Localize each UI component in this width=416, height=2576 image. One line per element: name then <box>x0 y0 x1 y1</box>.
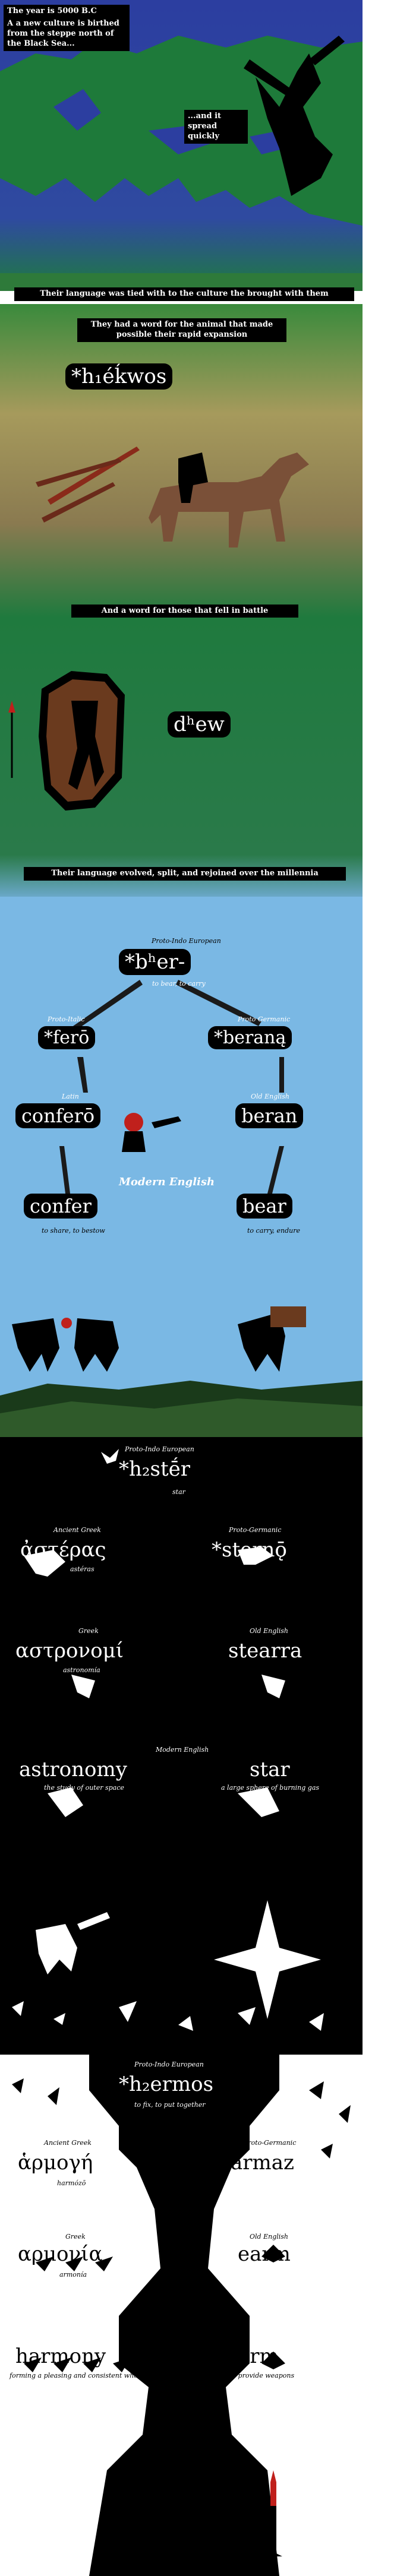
astronomer-figure <box>36 1924 77 1974</box>
star-root-gloss: star <box>172 1488 185 1496</box>
horse-word: *h₁éḱwos <box>65 363 173 390</box>
star-greek2-translit: astronomía <box>63 1666 100 1674</box>
bear-gloss: to carry, endure <box>247 1227 301 1235</box>
astronomy-word: astronomy <box>19 1758 127 1781</box>
star-word: star <box>250 1758 290 1781</box>
bher-pie-label: Proto-Indo European <box>152 937 221 945</box>
horse-caption: They had a word for the animal that made… <box>77 318 286 342</box>
tied-caption-bar: Their language was tied with to the cult… <box>14 287 354 301</box>
telescope <box>77 1912 110 1930</box>
star-greek-label: Ancient Greek <box>53 1526 101 1534</box>
arm-gloss: to provide weapons <box>229 2372 295 2379</box>
astronomy-gloss: the study of outer space <box>44 1784 124 1792</box>
harm-panel: Proto-Indo European *h₂ermos to fix, to … <box>0 2055 363 2576</box>
rider-shape <box>178 452 208 503</box>
harmony-gloss: forming a pleasing and consistent whole <box>10 2372 144 2379</box>
giver-figure-right <box>74 1318 119 1372</box>
star-greek2-word: αστρονομί <box>15 1639 124 1663</box>
spread-arrows <box>256 53 333 196</box>
germanic-word: *beraną <box>208 1026 292 1049</box>
star-oe-label: Old English <box>250 1627 288 1635</box>
italic-word: *ferō <box>38 1026 96 1049</box>
year-caption: The year is 5000 B.C A a new culture is … <box>4 5 130 51</box>
shield-illustration <box>0 618 363 897</box>
star-germanic-label: Proto-Germanic <box>229 1526 282 1534</box>
star-greek2-label: Greek <box>78 1627 99 1635</box>
star-germanic-word: *sternǭ <box>212 1538 287 1562</box>
star-greek-translit: astéras <box>70 1565 94 1573</box>
harm-greek2-word: αρμονία <box>18 2242 103 2266</box>
bher-root-gloss: to bear, to carry <box>152 980 206 988</box>
branch-right <box>176 980 261 1026</box>
heart-icon <box>61 1318 72 1328</box>
star-panel: Proto-Indo European *h₂stḗr star Ancient… <box>0 1437 363 2055</box>
branch-left <box>71 980 143 1031</box>
star-modern-label: Modern English <box>156 1746 209 1754</box>
star-greek-word: ἀστέρας <box>20 1538 106 1562</box>
big-star <box>214 1900 321 2019</box>
harm-illustration <box>0 2055 363 2576</box>
harm-oe-word: earm <box>238 2242 291 2266</box>
harm-oe-label: Old English <box>250 2233 288 2240</box>
harm-root: *h₂ermos <box>119 2072 214 2096</box>
harm-modern-label: Modern English <box>149 2333 202 2340</box>
germanic-label: Proto Germanic <box>238 1015 291 1023</box>
confer-word: confer <box>24 1194 97 1219</box>
fallen-caption: And a word for those that fell in battle <box>71 605 298 618</box>
bher-root: *bʰer- <box>119 949 191 975</box>
latin-word: conferō <box>15 1103 101 1128</box>
arm-word: arm <box>238 2344 279 2368</box>
star-illustration <box>0 1437 363 2055</box>
italic-label: Proto-Italic <box>48 1015 85 1023</box>
oe-word: beran <box>235 1103 304 1128</box>
year-text: The year is 5000 B.C <box>7 7 97 15</box>
star-root: *h₂stḗr <box>119 1457 191 1481</box>
bher-illustration <box>0 897 363 1437</box>
harm-greek-word: ἁρμογή <box>18 2151 93 2175</box>
fallen-warrior <box>68 701 104 790</box>
dhew-word: dʰew <box>168 711 231 738</box>
evolved-caption: Their language evolved, split, and rejoi… <box>24 867 346 881</box>
man-head <box>124 1113 143 1132</box>
giver-figure-left <box>12 1318 59 1372</box>
latin-label: Latin <box>62 1093 79 1100</box>
harm-greek-translit: harmózō <box>57 2179 86 2187</box>
shield-panel: dʰew Their language evolved, split, and … <box>0 618 363 897</box>
bher-modern-label: Modern English <box>119 1176 215 1188</box>
horse-panel: They had a word for the animal that made… <box>0 304 363 618</box>
bher-panel: Proto-Indo European *bʰer- to bear, to c… <box>0 897 363 1437</box>
star-pie-label: Proto-Indo European <box>125 1445 194 1453</box>
oe-label: Old English <box>251 1093 289 1100</box>
harm-pie-label: Proto-Indo European <box>134 2061 204 2068</box>
horse-illustration <box>0 304 363 618</box>
harm-greek2-label: Greek <box>65 2233 86 2240</box>
harm-germanic-word: armaz <box>231 2151 294 2175</box>
bear-word: bear <box>237 1194 292 1219</box>
star-oe-word: stearra <box>228 1639 302 1663</box>
harm-germanic-label: Proto-Germanic <box>244 2139 297 2147</box>
harmony-word: harmony <box>15 2344 106 2368</box>
star-gloss: a large sphere of burning gas <box>221 1784 320 1792</box>
map-panel: The year is 5000 B.C A a new culture is … <box>0 0 363 291</box>
tree-shape <box>89 2055 279 2576</box>
birth-text: A a new culture is birthed from the step… <box>7 18 119 48</box>
confer-gloss: to share, to bestow <box>42 1227 105 1235</box>
sword-icon <box>264 2506 282 2556</box>
harm-greek-label: Ancient Greek <box>44 2139 92 2147</box>
spread-caption: ...and it spread quickly <box>184 110 248 144</box>
harm-root-gloss: to fix, to put together <box>134 2101 206 2109</box>
horse-shape <box>149 452 309 548</box>
harm-greek2-translit: armonía <box>59 2271 87 2278</box>
